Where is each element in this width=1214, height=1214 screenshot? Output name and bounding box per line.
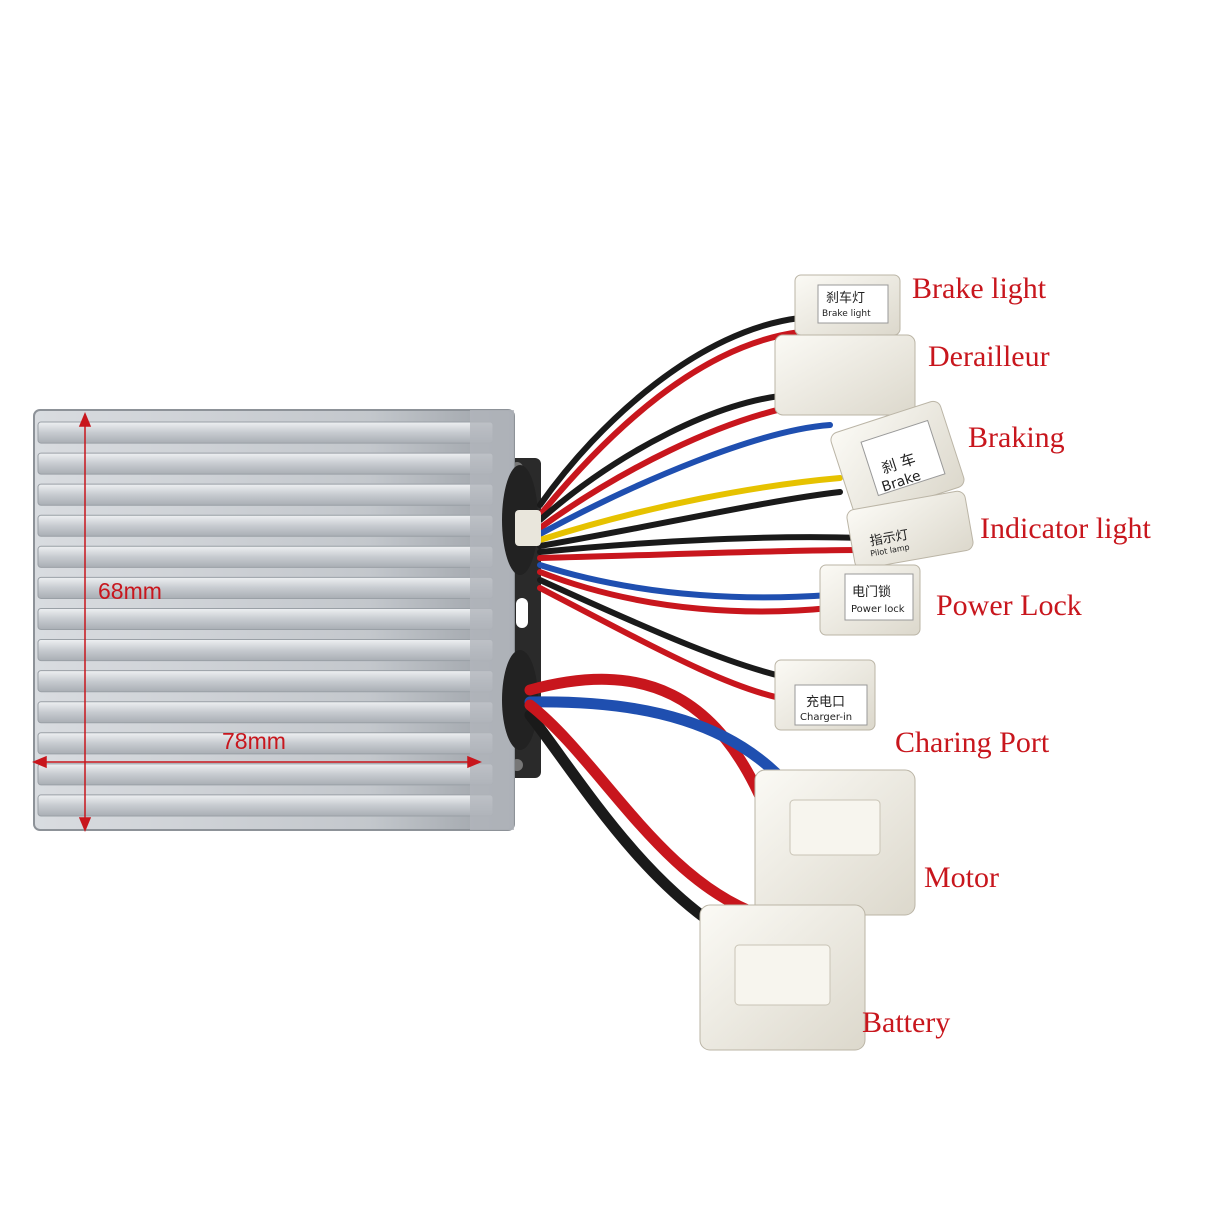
heatsink-fin (37, 670, 494, 693)
heatsink-fin (37, 514, 494, 537)
cable-tie (515, 510, 541, 546)
width-dimension-label: 78mm (222, 728, 286, 754)
connector-braking (830, 400, 965, 519)
label-braking: Braking (968, 421, 1065, 454)
connector-power-lock (819, 564, 921, 636)
heatsink-fin (37, 639, 494, 662)
heatsink-fin (37, 421, 494, 444)
heatsink-fin (37, 794, 494, 817)
tag-charger-cn: 充电口 (806, 694, 845, 710)
connector-derailleur (774, 334, 916, 416)
label-brake-light: Brake light (912, 272, 1047, 305)
heatsink-fin (37, 763, 494, 786)
tag-brake-light-cn: 刹车灯 (826, 290, 865, 306)
connector-charger (774, 659, 876, 731)
dimension-lines (32, 412, 482, 832)
label-derailleur: Derailleur (928, 340, 1050, 373)
tag-charger-en: Charger-in (800, 712, 852, 723)
tag-power-lock-en: Power lock (851, 604, 905, 615)
heatsink-fin (37, 545, 494, 568)
connector-battery (699, 904, 866, 1051)
heatsink-fin (37, 483, 494, 506)
connector-brake-light (794, 274, 901, 336)
tag-power-lock-cn: 电门锁 (852, 584, 891, 600)
height-dimension-label: 68mm (98, 578, 162, 604)
connector-indicator (846, 490, 974, 570)
label-indicator-light: Indicator light (980, 512, 1151, 545)
tag-brake-light-en: Brake light (822, 309, 871, 319)
label-battery: Battery (862, 1006, 951, 1039)
label-power-lock: Power Lock (936, 589, 1082, 622)
heatsink-fin (37, 452, 494, 475)
label-charging-port: Charing Port (895, 726, 1050, 759)
heatsink-fin (37, 607, 494, 631)
connector-motor (754, 769, 916, 916)
label-motor: Motor (924, 861, 999, 894)
heatsink-fin (37, 701, 494, 724)
controller-housing (33, 409, 538, 831)
tag-indicator-cn: 指示灯 (869, 528, 910, 550)
